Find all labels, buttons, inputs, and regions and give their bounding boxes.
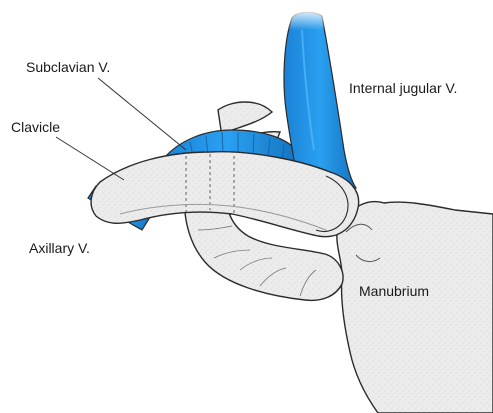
internal-jugular-vein-label: Internal jugular V. [349,80,457,96]
manubrium-label: Manubrium [359,283,429,299]
manubrium-bone [337,202,493,413]
jugular-fade [280,8,340,30]
subclavian-vein-label: Subclavian V. [26,59,110,75]
subclavian-leader-line [98,78,186,150]
clavicle-label: Clavicle [11,119,60,135]
axillary-vein-label: Axillary V. [29,240,90,256]
clavicle-leader-line [56,137,124,180]
